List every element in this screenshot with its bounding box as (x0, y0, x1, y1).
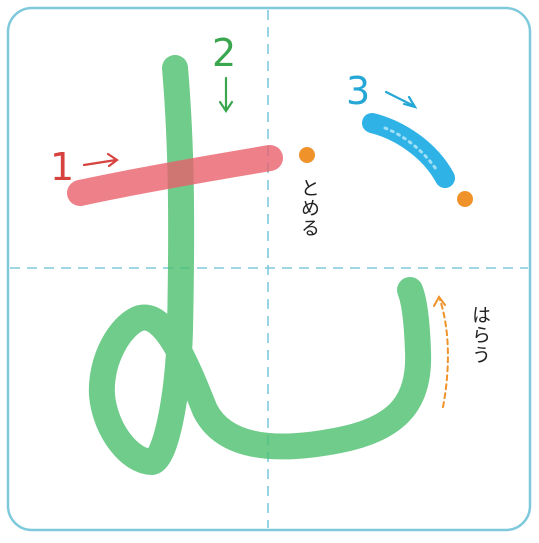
down-arrow (218, 76, 234, 113)
stroke-number-1: 1 (50, 145, 75, 189)
stroke-2 (88, 55, 432, 475)
right-arrow (82, 152, 119, 168)
stroke-number-2: 2 (212, 31, 237, 75)
stroke-3-texture (383, 126, 440, 174)
sweep-arrow (433, 295, 449, 408)
down-right-arrow (384, 90, 418, 109)
stroke-number-3: 3 (346, 69, 371, 113)
harau-label: はらう (469, 305, 491, 365)
stop-dot-1 (299, 147, 315, 163)
stroke-1 (67, 145, 283, 206)
tomeru-label: とめる (298, 178, 320, 238)
stroke-3 (362, 113, 455, 188)
stop-dot-3 (457, 191, 473, 207)
